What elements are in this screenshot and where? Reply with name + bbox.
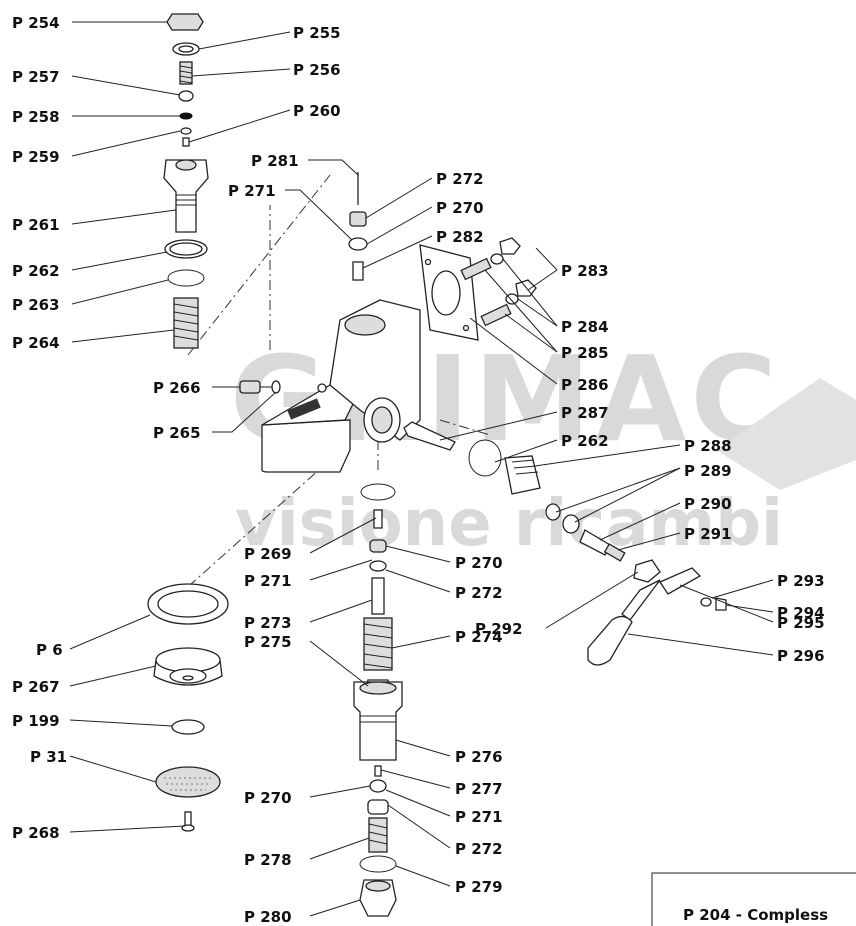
leader-lines bbox=[69, 21, 774, 917]
label-p272-top: P 272 bbox=[436, 170, 484, 188]
label-p277: P 277 bbox=[455, 780, 503, 798]
label-p286: P 286 bbox=[561, 376, 609, 394]
label-p271-mid: P 271 bbox=[244, 572, 292, 590]
label-p270-mid: P 270 bbox=[455, 554, 503, 572]
label-p266: P 266 bbox=[153, 379, 201, 397]
label-p295-visible: P 295 bbox=[777, 614, 825, 632]
label-p274: P 274 bbox=[455, 628, 503, 646]
label-p264: P 264 bbox=[12, 334, 60, 352]
label-p281: P 281 bbox=[251, 152, 299, 170]
group-body bbox=[261, 299, 421, 473]
left-assembly bbox=[163, 13, 209, 349]
label-p261: P 261 bbox=[12, 216, 60, 234]
label-p259: P 259 bbox=[12, 148, 60, 166]
pin-part-2 bbox=[352, 261, 364, 281]
assembly-caption-box: P 204 - Compless bbox=[651, 872, 856, 926]
label-p263: P 263 bbox=[12, 296, 60, 314]
steam-valve-assembly bbox=[403, 421, 727, 666]
small-washer-part bbox=[180, 127, 192, 135]
right-edge-labels: P 295 P 296 bbox=[777, 614, 825, 665]
label-p292: P 292 bbox=[475, 620, 523, 638]
seal-cup-part bbox=[349, 211, 367, 227]
black-oring-part bbox=[179, 112, 193, 120]
studs-and-nuts bbox=[460, 237, 537, 327]
top-center-assembly bbox=[348, 172, 368, 281]
part-labels: P 254 P 255 P 256 P 257 P 258 P 260 P 25… bbox=[12, 14, 825, 926]
watermark-arrow bbox=[716, 378, 856, 490]
label-p260: P 260 bbox=[293, 102, 341, 120]
label-p6: P 6 bbox=[36, 641, 63, 659]
oring-part bbox=[167, 269, 205, 287]
label-p282: P 282 bbox=[436, 228, 484, 246]
label-p271-low: P 271 bbox=[455, 808, 503, 826]
label-p256: P 256 bbox=[293, 61, 341, 79]
label-p255: P 255 bbox=[293, 24, 341, 42]
label-p293: P 293 bbox=[777, 572, 825, 590]
label-p31: P 31 bbox=[30, 748, 67, 766]
label-p262-top: P 262 bbox=[12, 262, 60, 280]
caption-text: P 204 - Compless bbox=[683, 906, 828, 924]
pin-part bbox=[182, 137, 190, 147]
label-p270-low: P 270 bbox=[244, 789, 292, 807]
assembly-axis-lines bbox=[187, 174, 491, 586]
label-p291: P 291 bbox=[684, 525, 732, 543]
label-p269: P 269 bbox=[244, 545, 292, 563]
label-p271-top: P 271 bbox=[228, 182, 276, 200]
filter-parts bbox=[147, 583, 229, 832]
label-p278: P 278 bbox=[244, 851, 292, 869]
label-p276: P 276 bbox=[455, 748, 503, 766]
label-p275: P 275 bbox=[244, 633, 292, 651]
label-p294: P 294 bbox=[777, 604, 825, 622]
label-p296-visible: P 296 bbox=[777, 647, 825, 665]
label-p287: P 287 bbox=[561, 404, 609, 422]
label-p268: P 268 bbox=[12, 824, 60, 842]
screw-part bbox=[239, 380, 281, 394]
label-p288: P 288 bbox=[684, 437, 732, 455]
label-p265: P 265 bbox=[153, 424, 201, 442]
label-p270-top: P 270 bbox=[436, 199, 484, 217]
label-p199: P 199 bbox=[12, 712, 60, 730]
label-p279: P 279 bbox=[455, 878, 503, 896]
label-p272-low: P 272 bbox=[455, 840, 503, 858]
valve-body-part bbox=[163, 159, 209, 233]
label-p284: P 284 bbox=[561, 318, 609, 336]
label-p290: P 290 bbox=[684, 495, 732, 513]
label-p273: P 273 bbox=[244, 614, 292, 632]
label-p254: P 254 bbox=[12, 14, 60, 32]
label-p289: P 289 bbox=[684, 462, 732, 480]
label-p257: P 257 bbox=[12, 68, 60, 86]
label-p272-mid: P 272 bbox=[455, 584, 503, 602]
label-p280: P 280 bbox=[244, 908, 292, 926]
label-p283: P 283 bbox=[561, 262, 609, 280]
lower-center-assembly bbox=[353, 483, 403, 917]
cap-nut-part bbox=[166, 13, 204, 31]
label-p258: P 258 bbox=[12, 108, 60, 126]
label-p262-right: P 262 bbox=[561, 432, 609, 450]
watermark-subtitle: visione ricambi bbox=[235, 487, 783, 561]
gasket-plate-part bbox=[419, 244, 479, 341]
retainer-part bbox=[178, 90, 194, 102]
label-p285: P 285 bbox=[561, 344, 609, 362]
label-p267: P 267 bbox=[12, 678, 60, 696]
